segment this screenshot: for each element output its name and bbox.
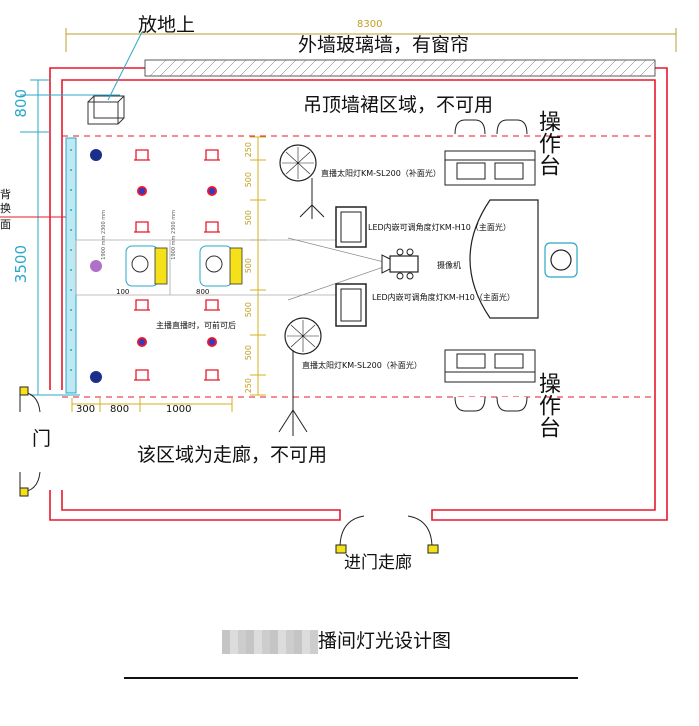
vdim-5: 500 xyxy=(244,302,253,318)
led-panel-top xyxy=(335,206,367,248)
bottom-dimension xyxy=(71,398,233,412)
op-desk-top xyxy=(444,119,536,186)
director-desk xyxy=(469,199,578,319)
anchor-seat-1 xyxy=(125,245,168,287)
page-title: 播间灯光设计图 xyxy=(318,630,452,652)
corridor-label: 该区域为走廊，不可用 xyxy=(137,444,328,466)
floor-box xyxy=(87,95,125,125)
chairs xyxy=(134,149,220,381)
anchor-seat-2 xyxy=(199,245,243,287)
side-text-1: 1900 mm 2300 mm xyxy=(101,210,107,260)
op-desk-bottom xyxy=(444,349,536,412)
glass-hatch-lines xyxy=(149,59,656,77)
op-label-bottom: 操作台 xyxy=(535,372,560,438)
vdim-3: 500 xyxy=(244,210,253,226)
led-top-label: LED内嵌可调角度灯KM-H10（主面光） xyxy=(368,223,511,232)
left-dim-3500: 3500 xyxy=(12,245,30,284)
door-bottom xyxy=(335,515,439,554)
led-panel-bottom xyxy=(335,283,367,327)
top-dimension-label: 8300 xyxy=(357,19,383,30)
light-rays xyxy=(287,237,393,301)
bg-wall-1: 背 xyxy=(0,188,11,201)
wall-label: 外墙玻璃墙，有窗帘 xyxy=(298,34,470,56)
spot-lamps xyxy=(90,149,217,383)
led-bottom-label: LED内嵌可调角度灯KM-H10（主面光） xyxy=(372,293,515,302)
sun-light-bottom-label: 直播太阳灯KM-SL200（补面光） xyxy=(302,361,422,370)
door-left xyxy=(19,386,41,497)
side-text-2: 1900 mm 2300 mm xyxy=(171,210,177,260)
small-dim-1: 100 xyxy=(116,288,130,296)
bg-wall-2: 换 xyxy=(0,202,11,215)
left-dimension xyxy=(20,79,120,396)
vdim-4: 500 xyxy=(244,258,253,274)
glass-wall-hatch xyxy=(144,59,656,77)
left-dim-800: 800 xyxy=(12,89,30,118)
camera xyxy=(381,248,419,280)
sun-light-top xyxy=(279,144,325,219)
ceiling-label: 吊顶墙裙区域，不可用 xyxy=(303,94,494,116)
vdim-2: 500 xyxy=(244,172,253,188)
hdim-800: 800 xyxy=(110,404,130,415)
hdim-300: 300 xyxy=(76,404,96,415)
hdim-1000: 1000 xyxy=(166,404,192,415)
bg-wall-3: 面 xyxy=(0,218,11,231)
sun-light-top-label: 直播太阳灯KM-SL200（补面光） xyxy=(321,169,441,178)
camera-label: 摄像机 xyxy=(437,261,461,270)
vdim-1: 250 xyxy=(244,142,253,158)
vdim-7: 250 xyxy=(244,378,253,394)
ground-label: 放地上 xyxy=(138,14,196,36)
ground-pointer xyxy=(107,31,143,101)
small-dim-2: 800 xyxy=(196,288,210,296)
backdrop-strip xyxy=(65,137,77,394)
entrance-label: 进门走廊 xyxy=(344,553,412,573)
op-label-top: 操作台 xyxy=(535,110,560,176)
door-label: 门 xyxy=(32,428,52,450)
vdim-6: 500 xyxy=(244,345,253,361)
sun-light-bottom xyxy=(278,317,322,436)
backdrop-dots xyxy=(70,149,72,371)
anchor-note: 主播直播时，可前可后 xyxy=(156,321,236,330)
title-redaction xyxy=(222,630,318,654)
top-dimension xyxy=(65,28,677,52)
